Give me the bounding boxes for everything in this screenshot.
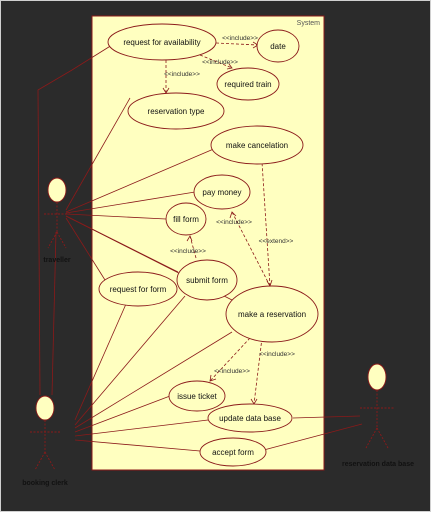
stereotype-include: <<include>> — [164, 71, 200, 78]
assoc-traveller-availability — [65, 97, 131, 211]
actor-traveller[interactable] — [44, 177, 70, 249]
arrowhead — [226, 63, 233, 70]
use-case-label: pay money — [202, 188, 241, 197]
actor-body-icon — [360, 390, 394, 449]
use-case-label: reservation type — [148, 107, 205, 116]
actor-body-icon — [30, 420, 60, 471]
assoc-db-update — [292, 415, 361, 419]
use-case-label: update data base — [219, 414, 281, 423]
use-case-label: fill form — [173, 215, 199, 224]
dep-reserve-pay — [231, 211, 271, 287]
stereotype-include: <<include>> — [259, 351, 295, 358]
stereotype-extend: <<extend>> — [259, 238, 294, 245]
assoc-clerk-reqform — [74, 303, 127, 421]
dep-availability-date — [215, 42, 259, 46]
use-case-issue-ticket[interactable] — [168, 380, 226, 412]
assoc-traveller-reqform — [65, 217, 106, 281]
use-case-update-database[interactable] — [207, 403, 293, 433]
use-case-label: make a reservation — [238, 310, 306, 319]
assoc-clerk-submit — [74, 295, 186, 426]
actor-head-icon — [367, 363, 387, 391]
actor-body-icon — [44, 202, 70, 249]
use-case-fill-form[interactable] — [165, 202, 207, 236]
stereotype-include: <<include>> — [222, 35, 258, 42]
use-case-make-cancelation[interactable] — [210, 125, 304, 165]
use-case-label: submit form — [186, 276, 228, 285]
dep-cancel-reserve — [261, 161, 271, 287]
assoc-traveller-cancel — [65, 147, 217, 213]
use-case-reservation-type[interactable] — [127, 92, 225, 130]
use-case-label: issue ticket — [177, 392, 217, 401]
arrowhead — [209, 374, 217, 382]
actor-label-reservation-database: reservation data base — [342, 461, 414, 468]
use-case-make-reservation[interactable] — [225, 285, 319, 343]
dep-availability-train — [199, 54, 233, 69]
assoc-traveller-fill — [65, 213, 167, 220]
stereotype-include: <<include>> — [214, 368, 250, 375]
use-case-label: make cancelation — [226, 141, 288, 150]
stereotype-include: <<include>> — [202, 59, 238, 66]
arrowhead — [186, 235, 193, 242]
use-case-label: request for availability — [123, 38, 200, 47]
stereotype-include: <<include>> — [170, 248, 206, 255]
use-case-date[interactable] — [256, 29, 300, 63]
use-case-required-train[interactable] — [216, 67, 280, 101]
use-case-pay-money[interactable] — [193, 174, 251, 210]
system-label: System — [297, 20, 321, 27]
use-case-request-availability[interactable] — [107, 23, 217, 61]
actor-label-booking-clerk: booking clerk — [22, 480, 68, 487]
actor-label-traveller: traveller — [43, 257, 71, 264]
assoc-clerk-issue — [74, 395, 171, 433]
use-case-accept-form[interactable] — [199, 437, 267, 467]
assoc-clerk-update — [74, 419, 209, 437]
use-case-submit-form[interactable] — [176, 259, 238, 301]
dep-submit-fill — [189, 235, 197, 259]
arrowhead — [229, 211, 237, 219]
use-case-request-form[interactable] — [98, 271, 178, 307]
stereotype-include: <<include>> — [216, 219, 252, 226]
use-cases — [98, 23, 319, 467]
assoc-clerk-reserve — [74, 331, 233, 429]
assoc-traveller-clerk — [51, 231, 57, 396]
dep-reserve-update — [253, 337, 263, 405]
use-case-label: date — [270, 42, 286, 51]
dependencies — [165, 42, 271, 405]
actor-reservation-database[interactable] — [360, 363, 394, 449]
use-case-label: required train — [224, 80, 271, 89]
assoc-db-accept — [259, 423, 363, 452]
actor-booking-clerk[interactable] — [30, 395, 60, 471]
assoc-clerk-availability — [37, 44, 113, 396]
assoc-traveller-pay — [65, 191, 196, 214]
use-case-label: request for form — [110, 285, 167, 294]
assoc-clerk-accept — [74, 439, 201, 452]
use-case-label: accept form — [212, 448, 254, 457]
actor-head-icon — [47, 177, 67, 203]
actor-head-icon — [35, 395, 55, 421]
